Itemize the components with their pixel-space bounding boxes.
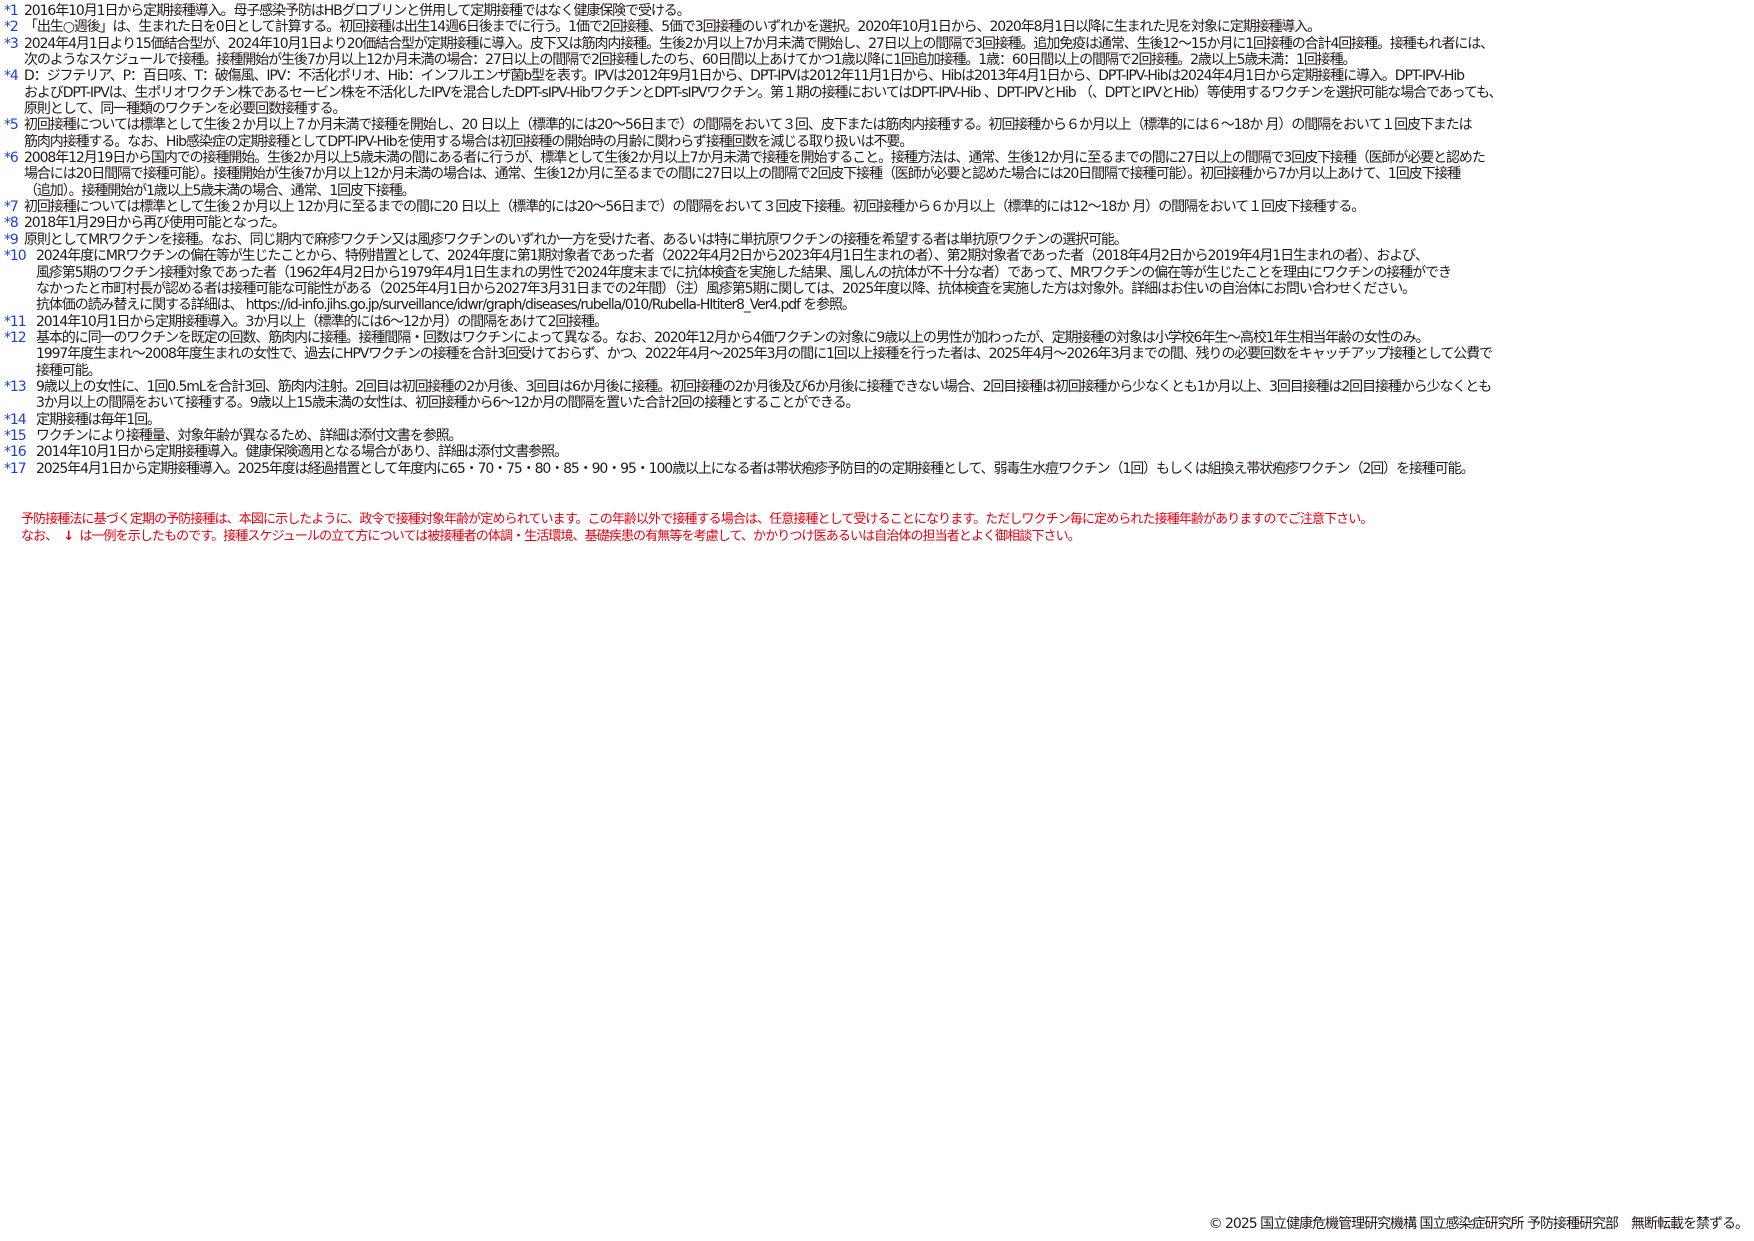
footnote-text: 9歳以上の女性に、1回0.5mLを合計3回、筋肉内注射。2回目は初回接種の2か月… xyxy=(36,378,1492,412)
footnote-text: 初回接種については標準として生後２か月以上７か月未満で接種を開始し、20 日以上… xyxy=(24,117,1473,150)
footnote-item: *2 「出生○週後」は、生まれた日を0日として計算する。初回接種は出生14週6日後… xyxy=(4,19,1754,35)
footnote-line: およびDPT-IPVは、生ポリオワクチン株であるセービン株を不活化したIPVを混… xyxy=(24,84,1503,101)
footnote-line: 9歳以上の女性に、1回0.5mLを合計3回、筋肉内注射。2回目は初回接種の2か月… xyxy=(36,378,1492,395)
footnote-marker: *17 xyxy=(4,460,27,477)
footnote-text: 2018年1月29日から再び使用可能となった。 xyxy=(24,215,286,232)
footnote-item: *5 初回接種については標準として生後２か月以上７か月未満で接種を開始し、20 日… xyxy=(4,117,1754,150)
footnote-marker: *5 xyxy=(4,117,19,134)
footnote-marker: *16 xyxy=(4,444,27,461)
footnote-marker: *13 xyxy=(4,378,27,395)
footnote-line: 2018年1月29日から再び使用可能となった。 xyxy=(24,215,286,232)
footnote-line: 2024年度にMRワクチンの偏在等が生じたことから、特例措置として、2024年度… xyxy=(36,248,1429,265)
footnote-text: 原則としてMRワクチンを接種。なお、同じ期内で麻疹ワクチン又は風疹ワクチンのいず… xyxy=(24,231,1128,248)
notice-text: 予防接種法に基づく定期の予防接種は、本図に示したように、政令で接種対象年齢が定め… xyxy=(21,512,1373,546)
footnote-marker: *10 xyxy=(4,248,27,265)
footnote-text: 2016年10月1日から定期接種導入。母子感染予防はHBグロブリンと併用して定期… xyxy=(24,3,691,19)
footnote-line: ワクチンにより接種量、対象年齢が異なるため、詳細は添付文書を参照。 xyxy=(36,427,463,444)
footnote-line: 定期接種は毎年1回。 xyxy=(36,411,161,428)
footnotes-list: *1 2016年10月1日から定期接種導入。母子感染予防はHBグロブリンと併用して… xyxy=(4,3,1754,477)
footnote-line: 1997年度生まれ〜2008年度生まれの女性で、過去にHPVワクチンの接種を合計… xyxy=(36,346,1493,363)
copyright-footer: © 2025 国立健康危機管理研究機構 国立感染症研究所 予防接種研究部 無断転… xyxy=(1208,1216,1749,1232)
footnote-marker: *4 xyxy=(4,68,19,85)
footnote-marker: *3 xyxy=(4,35,19,52)
footnote-text: 「出生○週後」は、生まれた日を0日として計算する。初回接種は出生14週6日後まで… xyxy=(24,19,1321,36)
footnote-line: 「出生○週後」は、生まれた日を0日として計算する。初回接種は出生14週6日後まで… xyxy=(24,19,1321,36)
footnote-line: 初回接種については標準として生後２か月以上７か月未満で接種を開始し、20 日以上… xyxy=(24,117,1473,134)
footnote-item: *1 2016年10月1日から定期接種導入。母子感染予防はHBグロブリンと併用して… xyxy=(4,3,1754,19)
footnote-line: 2014年10月1日から定期接種導入。健康保険適用となる場合があり、詳細は添付文… xyxy=(36,444,568,461)
notice-line-2-text: は一例を示したものです。接種スケジュールの立て方については被接種者の体調・生活環… xyxy=(79,528,1080,544)
footnote-marker: *11 xyxy=(4,313,27,330)
notice-line-2: なお、 ↓ は一例を示したものです。接種スケジュールの立て方については被接種者の体調… xyxy=(21,529,1372,546)
footnote-text: 2024年4月1日より15価結合型が、2024年10月1日より20価結合型が定期… xyxy=(24,35,1494,69)
footnote-line: 3か月以上の間隔をおいて接種する。9歳以上15歳未満の女性は、初回接種から6〜1… xyxy=(36,395,860,412)
footnote-text: 2008年12月19日から国内での接種開始。生後2か月以上5歳未満の間にある者に… xyxy=(24,150,1486,199)
footnote-text: D：ジフテリア、P：百日咳、T：破傷風、IPV：不活化ポリオ、Hib：インフルエ… xyxy=(24,68,1503,118)
down-arrow-icon: ↓ xyxy=(63,528,74,544)
notice-line-2-prefix: なお、 xyxy=(21,528,58,544)
footnote-marker: *14 xyxy=(4,411,27,428)
footnote-text: 2014年10月1日から定期接種導入。3か月以上（標準的には6〜12か月）の間隔… xyxy=(36,313,608,330)
footnote-text: 基本的に同一のワクチンを既定の回数、筋肉内に接種。接種間隔・回数はワクチンによっ… xyxy=(36,329,1493,379)
footnote-line: なかったと市町村長が認める者は接種可能な可能性がある（2025年4月1日から20… xyxy=(36,280,1416,297)
footnote-line: 2014年10月1日から定期接種導入。3か月以上（標準的には6〜12か月）の間隔… xyxy=(36,313,608,330)
footnote-text: 2025年4月1日から定期接種導入。2025年度は経過措置として年度内に65・7… xyxy=(36,460,1475,477)
footnote-line: 風疹第5期のワクチン接種対象であった者（1962年4月2日から1979年4月1日… xyxy=(36,264,1452,281)
footnote-line: 次のようなスケジュールで接種。接種開始が生後7か月以上12か月未満の場合：27日… xyxy=(24,52,1357,69)
footnote-marker: *8 xyxy=(4,215,19,232)
footnote-marker: *12 xyxy=(4,329,27,346)
footnote-item: *8 2018年1月29日から再び使用可能となった。 xyxy=(4,215,1754,231)
notice-line-1: 予防接種法に基づく定期の予防接種は、本図に示したように、政令で接種対象年齢が定め… xyxy=(21,512,1373,527)
footnote-text: 初回接種については標準として生後２か月以上 12か月に至るまでの間に20 日以上… xyxy=(24,199,1365,216)
footnote-line: （追加）。接種開始が1歳以上5歳未満の場合、通常、1回皮下接種。 xyxy=(24,182,416,199)
footnote-item: *10 2024年度にMRワクチンの偏在等が生じたことから、特例措置として、202… xyxy=(4,248,1754,313)
footnote-item: *9 原則としてMRワクチンを接種。なお、同じ期内で麻疹ワクチン又は風疹ワクチンの… xyxy=(4,232,1754,248)
footnote-marker: *15 xyxy=(4,427,27,444)
footnote-item: *13 9歳以上の女性に、1回0.5mLを合計3回、筋肉内注射。2回目は初回接種の… xyxy=(4,379,1754,412)
footnote-text: ワクチンにより接種量、対象年齢が異なるため、詳細は添付文書を参照。 xyxy=(36,427,463,444)
footnote-line: 原則としてMRワクチンを接種。なお、同じ期内で麻疹ワクチン又は風疹ワクチンのいず… xyxy=(24,231,1128,248)
footnote-line: 基本的に同一のワクチンを既定の回数、筋肉内に接種。接種間隔・回数はワクチンによっ… xyxy=(36,329,1430,346)
footnote-marker: *7 xyxy=(4,199,19,216)
footnote-item: *3 2024年4月1日より15価結合型が、2024年10月1日より20価結合型が… xyxy=(4,36,1754,69)
footnote-item: *17 2025年4月1日から定期接種導入。2025年度は経過措置として年度内に6… xyxy=(4,461,1754,477)
footnote-marker: *6 xyxy=(4,150,19,167)
footnote-line: D：ジフテリア、P：百日咳、T：破傷風、IPV：不活化ポリオ、Hib：インフルエ… xyxy=(24,68,1465,85)
footnote-line: 2016年10月1日から定期接種導入。母子感染予防はHBグロブリンと併用して定期… xyxy=(24,3,691,19)
footnote-text: 2024年度にMRワクチンの偏在等が生じたことから、特例措置として、2024年度… xyxy=(36,248,1452,314)
footnote-line: 2025年4月1日から定期接種導入。2025年度は経過措置として年度内に65・7… xyxy=(36,460,1475,477)
footnote-line: 接種可能。 xyxy=(36,362,102,379)
footnote-line: 2024年4月1日より15価結合型が、2024年10月1日より20価結合型が定期… xyxy=(24,35,1494,52)
footnote-item: *16 2014年10月1日から定期接種導入。健康保険適用となる場合があり、詳細は… xyxy=(4,444,1754,460)
footnote-line: 場合には20日間隔で接種可能）。接種開始が生後7か月以上12か月未満の場合は、通… xyxy=(24,166,1461,183)
footnote-item: *6 2008年12月19日から国内での接種開始。生後2か月以上5歳未満の間にある… xyxy=(4,150,1754,199)
footnote-marker: *9 xyxy=(4,231,19,248)
footnote-line: 初回接種については標準として生後２か月以上 12か月に至るまでの間に20 日以上… xyxy=(24,199,1365,216)
footnote-item: *7 初回接種については標準として生後２か月以上 12か月に至るまでの間に20 日… xyxy=(4,199,1754,215)
footnote-text: 定期接種は毎年1回。 xyxy=(36,411,161,428)
footnote-line: 筋肉内接種する。なお、Hib感染症の定期接種としてDPT-IPV-Hibを使用す… xyxy=(24,133,913,150)
footnote-item: *14 定期接種は毎年1回。 xyxy=(4,412,1754,428)
footnote-item: *4 D：ジフテリア、P：百日咳、T：破傷風、IPV：不活化ポリオ、Hib：インフ… xyxy=(4,68,1754,117)
footnote-item: *12 基本的に同一のワクチンを既定の回数、筋肉内に接種。接種間隔・回数はワクチン… xyxy=(4,330,1754,379)
footnote-line: 抗体価の読み替えに関する詳細は、 https://id-info.jihs.go… xyxy=(36,297,856,314)
footnote-marker: *1 xyxy=(4,3,19,19)
footnote-marker: *2 xyxy=(4,19,19,36)
footnote-line: 2008年12月19日から国内での接種開始。生後2か月以上5歳未満の間にある者に… xyxy=(24,150,1486,167)
footnote-item: *11 2014年10月1日から定期接種導入。3か月以上（標準的には6〜12か月）… xyxy=(4,314,1754,330)
footnote-item: *15 ワクチンにより接種量、対象年齢が異なるため、詳細は添付文書を参照。 xyxy=(4,428,1754,444)
footnote-line: 原則として、同一種類のワクチンを必要回数接種する。 xyxy=(24,101,346,118)
footnote-text: 2014年10月1日から定期接種導入。健康保険適用となる場合があり、詳細は添付文… xyxy=(36,444,568,461)
